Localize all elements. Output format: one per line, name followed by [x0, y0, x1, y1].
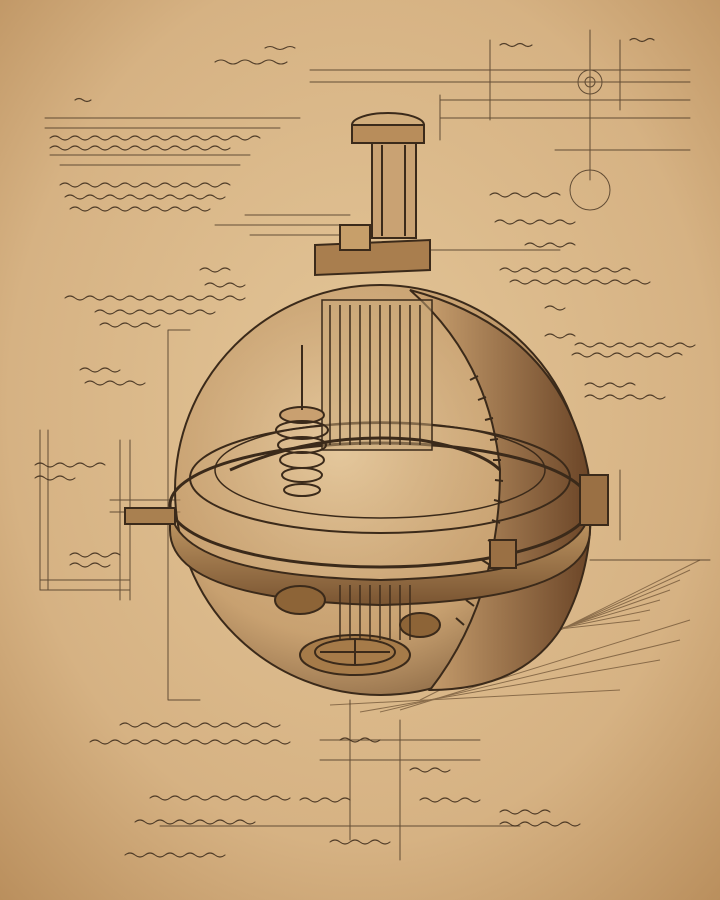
mechanical-sphere [124, 112, 609, 696]
central-spring [275, 345, 329, 497]
outer-shell [409, 289, 592, 692]
lower-rods [339, 585, 411, 640]
vertical-rods [321, 299, 433, 451]
left-bracket [124, 507, 176, 525]
right-bracket [579, 474, 609, 526]
top-column [314, 112, 431, 277]
construction-lines [39, 29, 711, 861]
handwritten-notes [34, 37, 696, 858]
